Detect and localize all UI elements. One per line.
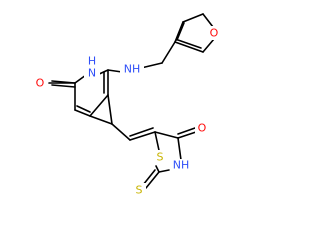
bond bbox=[111, 123, 131, 141]
bond bbox=[140, 62, 163, 69]
bond bbox=[107, 94, 113, 125]
bond bbox=[161, 41, 176, 64]
bond bbox=[177, 137, 182, 161]
bond bbox=[177, 127, 196, 135]
bond bbox=[158, 169, 170, 173]
molecule-svg: O O H N NH S O NH S bbox=[33, 13, 221, 197]
bond bbox=[154, 131, 179, 139]
bond bbox=[145, 171, 160, 189]
thiazolidine-nh-label: NH bbox=[173, 159, 190, 172]
thiazolidine-oxygen-label: O bbox=[198, 122, 207, 135]
ring-n-label: N bbox=[88, 67, 96, 80]
bond bbox=[182, 13, 204, 23]
ring-sulfur-label: S bbox=[157, 151, 164, 164]
bond bbox=[74, 109, 91, 117]
thione-sulfur-label: S bbox=[136, 184, 143, 197]
bond bbox=[51, 80, 76, 84]
bond bbox=[202, 38, 215, 53]
bond bbox=[202, 13, 214, 28]
bond bbox=[174, 21, 184, 43]
bond bbox=[76, 105, 91, 113]
bond bbox=[155, 165, 160, 173]
bond bbox=[107, 69, 123, 73]
bond bbox=[177, 39, 202, 49]
bond bbox=[174, 41, 204, 53]
bond bbox=[51, 84, 76, 88]
molecule-diagram: O O H N NH S O NH S bbox=[33, 13, 221, 197]
bond bbox=[89, 115, 113, 125]
amine-nh-label: NH bbox=[124, 63, 141, 76]
bond bbox=[176, 22, 185, 41]
furan-oxygen-label: O bbox=[210, 27, 219, 40]
pyridone-oxygen-label: O bbox=[36, 77, 45, 90]
bond bbox=[89, 94, 109, 117]
bond bbox=[129, 127, 154, 137]
ring-h-label: H bbox=[88, 55, 96, 68]
bond bbox=[129, 131, 156, 141]
bond bbox=[177, 131, 197, 139]
bond bbox=[142, 169, 156, 186]
atom-labels: O O H N NH S O NH S bbox=[33, 26, 221, 197]
